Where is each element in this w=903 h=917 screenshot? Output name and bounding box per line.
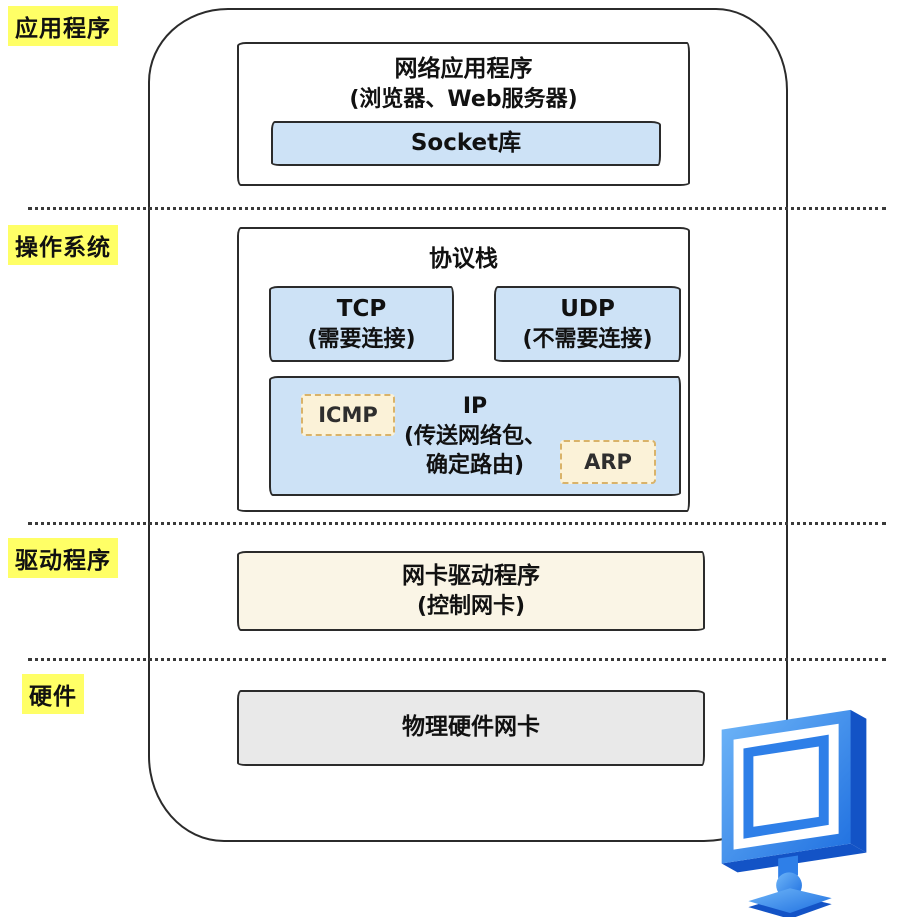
physical-nic-box: 物理硬件网卡 [237,690,705,766]
tcp-note: (需要连接) [307,326,416,352]
separator-app-os [28,207,886,210]
socket-library-box: Socket库 [271,121,661,166]
icmp-label: ICMP [318,403,378,427]
layer-label-application: 应用程序 [8,6,118,46]
protocol-stack-box: 协议栈 TCP (需要连接) UDP (不需要连接) IP (传送网络包、 确定… [237,227,690,512]
udp-box: UDP (不需要连接) [494,286,681,362]
nic-driver-title: 网卡驱动程序 [402,562,540,589]
udp-note: (不需要连接) [522,326,653,352]
arp-label: ARP [584,450,632,474]
layer-label-os: 操作系统 [8,225,118,265]
tcp-name: TCP [336,295,387,322]
icmp-box: ICMP [301,394,395,436]
ip-note-line2: 确定路由) [425,453,525,479]
layer-label-driver: 驱动程序 [8,538,118,578]
ip-note-line1: (传送网络包、 [403,423,547,449]
network-application-title: 网络应用程序 [394,56,533,82]
system-outline [148,8,788,842]
network-application-subtitle: (浏览器、Web服务器) [349,87,578,113]
nic-driver-box: 网卡驱动程序 (控制网卡) [237,551,705,631]
tcp-box: TCP (需要连接) [269,286,454,362]
computer-monitor-icon [696,690,896,917]
arp-box: ARP [560,440,656,484]
separator-os-driver [28,522,886,525]
nic-driver-subtitle: (控制网卡) [416,593,526,619]
ip-box: IP (传送网络包、 确定路由) ICMP ARP [269,376,681,496]
protocol-stack-title: 协议栈 [429,246,498,272]
separator-driver-hardware [28,658,886,661]
udp-name: UDP [560,295,615,322]
layer-label-hardware: 硬件 [22,674,84,714]
network-application-box: 网络应用程序 (浏览器、Web服务器) Socket库 [237,42,690,186]
physical-nic-label: 物理硬件网卡 [402,714,540,741]
ip-name: IP [462,394,488,419]
socket-library-label: Socket库 [410,129,522,156]
